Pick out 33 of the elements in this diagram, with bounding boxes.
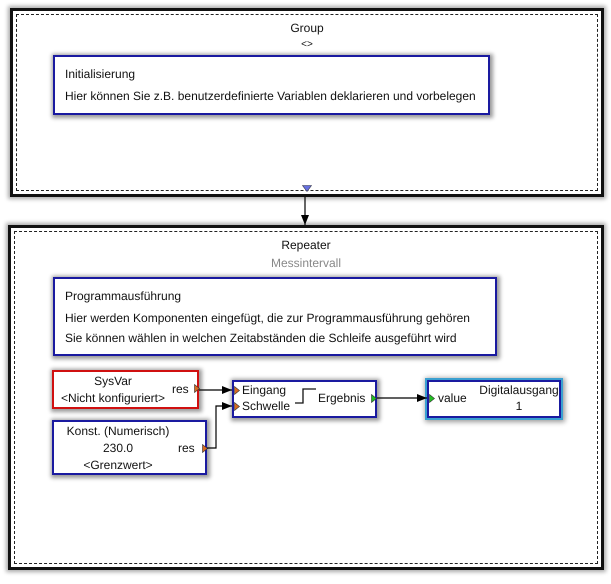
connector-arrow — [301, 197, 309, 225]
group-subtitle: <> — [300, 39, 314, 51]
group-subtitle: Messintervall — [270, 256, 342, 270]
block-text: Digitalausgang — [479, 383, 559, 398]
block-text: Programmausführung — [65, 289, 182, 304]
block-text: Hier werden Komponenten eingefügt, die zur Programmausführung gehören — [65, 311, 470, 326]
group-frame — [8, 225, 604, 570]
group-title: Group — [289, 21, 325, 36]
block-text: Konst. (Numerisch) — [66, 424, 170, 438]
block-text: Hier können Sie z.B. benutzerdefinierte Variablen deklarieren und vorbelegen — [65, 89, 476, 104]
block-text: <Grenzwert> — [82, 458, 154, 472]
block-box — [52, 420, 207, 475]
block-text: Ergebnis — [318, 391, 366, 406]
block-box — [53, 55, 490, 115]
block-box — [232, 380, 377, 418]
block-box — [52, 370, 199, 409]
block-text: 1 — [514, 399, 524, 414]
block-text: res — [178, 441, 195, 456]
block-text: Eingang — [242, 383, 286, 398]
block-text: Schwelle — [242, 399, 290, 414]
connector-arrow — [199, 386, 232, 394]
block-text: value — [438, 391, 467, 406]
block-box — [427, 380, 561, 418]
block-box — [53, 277, 497, 356]
group-frame — [10, 8, 604, 197]
group-title: Repeater — [280, 238, 332, 252]
block-text: res — [172, 382, 189, 396]
connector-arrow — [377, 394, 427, 402]
connector-arrow — [207, 402, 232, 449]
block-text: SysVar — [93, 374, 133, 388]
block-text: <Nicht konfiguriert> — [60, 391, 166, 406]
block-text: Initialisierung — [65, 67, 136, 82]
block-text: Sie können wählen in welchen Zeitabständen die Schleife ausgeführt wird — [65, 331, 457, 346]
